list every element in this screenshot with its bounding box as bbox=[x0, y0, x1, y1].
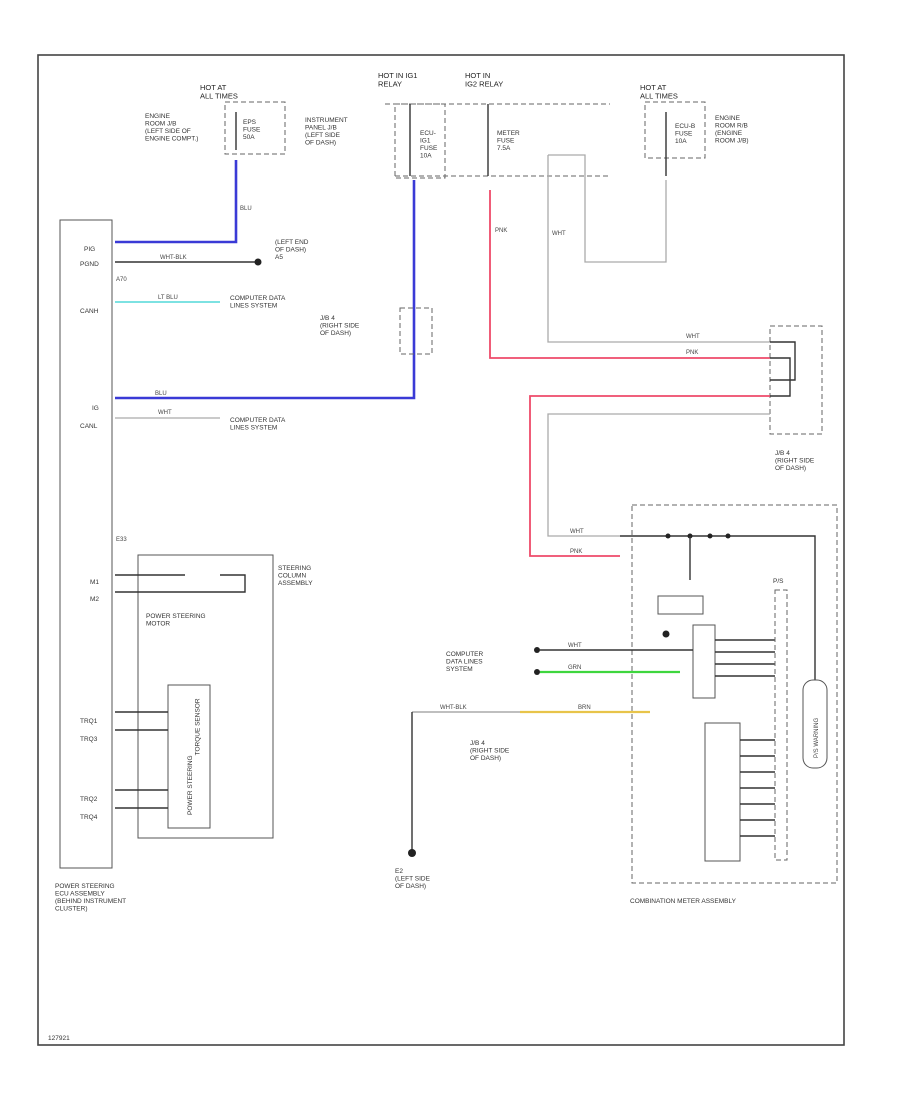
connector-a70: A70 bbox=[116, 277, 127, 283]
pin-trq4: TRQ4 bbox=[80, 814, 98, 821]
wire-wht-meter bbox=[547, 413, 770, 537]
meter-regulator bbox=[657, 595, 704, 615]
motor-winding bbox=[115, 574, 246, 593]
connector-e33: E33 bbox=[116, 537, 127, 543]
combination-meter-label: COMBINATION METER ASSEMBLY bbox=[630, 898, 737, 905]
ground-a5 bbox=[254, 258, 262, 266]
wire-pnk-meter bbox=[529, 395, 770, 557]
jb4-right-1 bbox=[399, 307, 433, 355]
wire-label-wht-3: WHT bbox=[686, 334, 700, 340]
wire-label-brn: BRN bbox=[578, 705, 591, 711]
cds-arrow-2 bbox=[534, 669, 540, 675]
eps-ecu-box bbox=[59, 219, 113, 869]
meter-cpu bbox=[692, 624, 716, 699]
wire-label-pnk-2: PNK bbox=[686, 350, 698, 356]
pin-pgnd: PGND bbox=[80, 261, 99, 268]
ps-gauge-box bbox=[774, 589, 788, 861]
pin-trq3: TRQ3 bbox=[80, 736, 98, 743]
meter-junction-4 bbox=[725, 533, 731, 539]
pin-canh: CANH bbox=[80, 308, 99, 315]
meter-junction-3 bbox=[707, 533, 713, 539]
combination-meter-box bbox=[631, 504, 838, 884]
ps-warning-lamp bbox=[802, 679, 828, 769]
pin-pig: PIG bbox=[84, 246, 95, 253]
wire-wht-ecub-2 bbox=[548, 154, 667, 263]
ps-gauge-label: P/S bbox=[773, 578, 784, 585]
wire-label-blu-1: BLU bbox=[240, 206, 252, 212]
jb4-internal-links bbox=[770, 341, 796, 397]
ground-e2 bbox=[408, 849, 416, 857]
pin-m1: M1 bbox=[90, 579, 99, 586]
wire-wht-ecub-1 bbox=[547, 155, 770, 343]
instrument-panel-jb bbox=[394, 103, 446, 179]
wire-ig-blu bbox=[115, 180, 416, 400]
pin-trq2: TRQ2 bbox=[80, 796, 98, 803]
meter-display-lines bbox=[740, 739, 775, 837]
wire-label-grn: GRN bbox=[568, 665, 581, 671]
pin-m2: M2 bbox=[90, 596, 99, 603]
meter-display bbox=[704, 722, 741, 862]
ps-warning-label: P/S WARNING bbox=[814, 718, 820, 758]
pin-ig: IG bbox=[92, 405, 99, 412]
wire-label-pnk-3: PNK bbox=[570, 549, 582, 555]
engine-room-jb-right bbox=[644, 101, 706, 159]
wire-label-blu-2: BLU bbox=[155, 391, 167, 397]
diagram-frame bbox=[37, 54, 845, 1046]
pin-trq1: TRQ1 bbox=[80, 718, 98, 725]
pin-canl: CANL bbox=[80, 423, 98, 430]
wire-pig-blu bbox=[115, 160, 238, 244]
steering-column-box bbox=[137, 554, 274, 839]
wire-label-wht-blk-1: WHT-BLK bbox=[160, 255, 187, 261]
meter-junction-1 bbox=[665, 533, 671, 539]
torque-sensor-box bbox=[167, 684, 211, 829]
meter-transistor bbox=[662, 630, 670, 638]
page-code: 127921 bbox=[48, 1035, 70, 1042]
meter-power-line bbox=[620, 535, 816, 680]
wire-label-wht-4: WHT bbox=[570, 529, 584, 535]
torque-sensor-label: POWER STEERINGTORQUE SENSOR bbox=[187, 698, 201, 815]
torque-sensor-wires bbox=[115, 711, 168, 809]
wire-label-wht-5: WHT bbox=[568, 643, 582, 649]
wire-label-wht-blk-2: WHT-BLK bbox=[440, 705, 467, 711]
meter-cpu-outputs bbox=[715, 639, 775, 677]
wire-meter-pnk bbox=[489, 190, 770, 359]
wire-label-wht-2: WHT bbox=[552, 231, 566, 237]
wire-label-wht-1: WHT bbox=[158, 410, 172, 416]
wire-label-lt-blu: LT BLU bbox=[158, 295, 178, 301]
cds-arrow-1 bbox=[534, 647, 540, 653]
wire-label-pnk-1: PNK bbox=[495, 228, 507, 234]
